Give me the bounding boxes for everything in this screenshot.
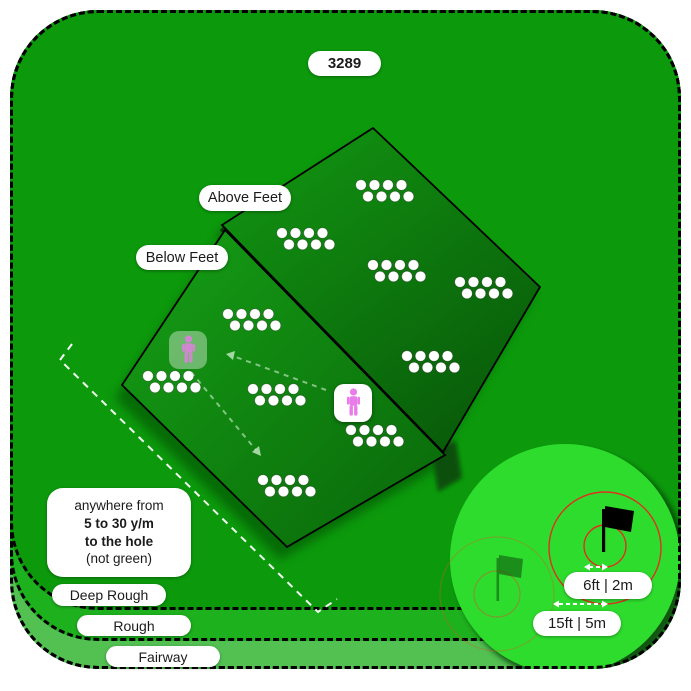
zone-note: anywhere from 5 to 30 y/m to the hole (n…	[47, 488, 191, 578]
far-distance-label: 15ft | 5m	[533, 611, 621, 636]
near-distance-label: 6ft | 2m	[564, 572, 652, 599]
deep-rough-label: Deep Rough	[52, 584, 166, 606]
zone-note-line3: to the hole	[84, 533, 154, 549]
below-feet-label: Below Feet	[136, 245, 228, 270]
zone-note-line2: 5 to 30 y/m	[84, 515, 154, 531]
zone-note-line1: anywhere from	[74, 498, 164, 513]
above-feet-label: Above Feet	[199, 185, 291, 211]
golfer-person-ghost-icon	[181, 335, 195, 363]
ghost-player	[169, 331, 207, 369]
rough-label: Rough	[77, 615, 191, 636]
player	[334, 384, 372, 422]
zone-note-line4: (not green)	[85, 551, 153, 567]
badge-3289: 3289	[308, 51, 381, 76]
fairway-label: Fairway	[106, 646, 220, 667]
golfer-person-icon	[346, 388, 360, 416]
